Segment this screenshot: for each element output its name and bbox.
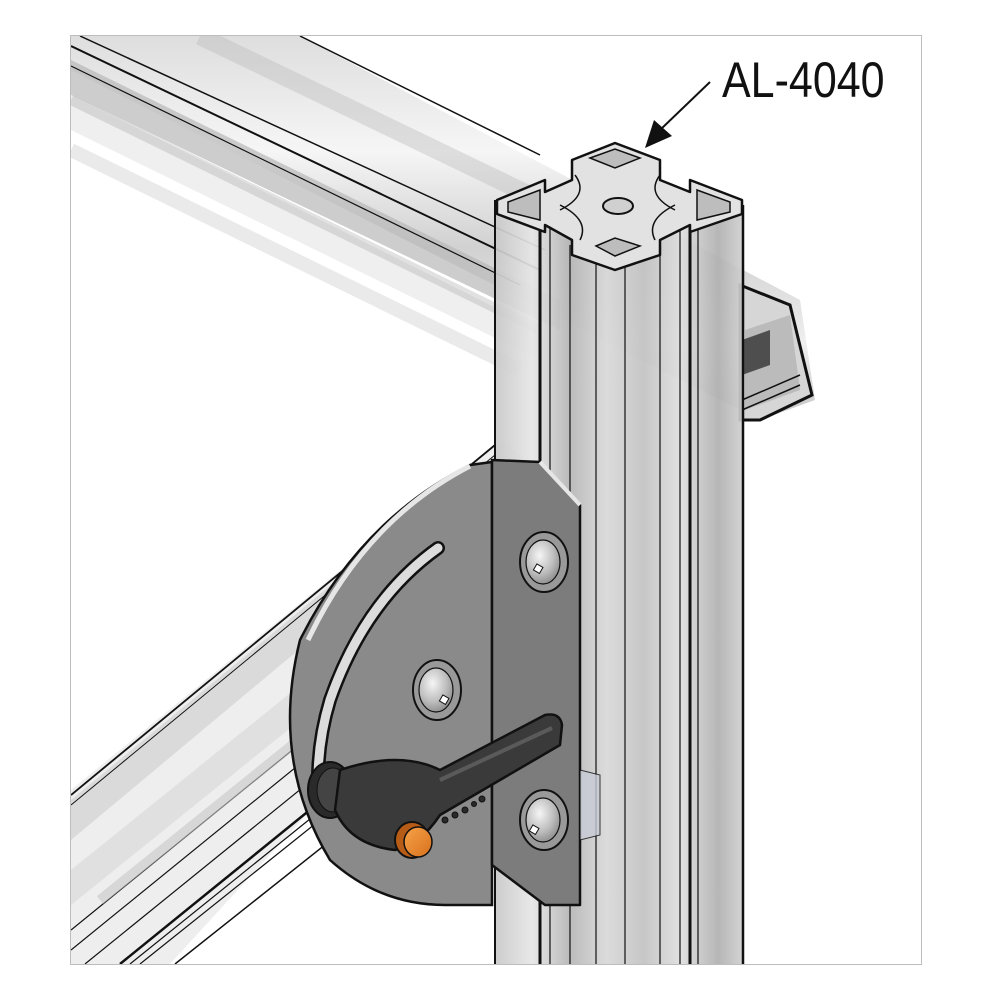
release-button <box>394 821 433 859</box>
button-head-screw <box>519 789 569 851</box>
clamping-lever <box>307 713 564 859</box>
button-head-screw <box>412 659 462 721</box>
pivot-hinge-plate <box>288 458 601 907</box>
curved-slot <box>311 541 445 787</box>
callout-arrow <box>645 81 711 148</box>
callout-label-al-4040: AL-4040 <box>722 52 885 108</box>
lever-indicator-dots <box>441 795 486 824</box>
button-head-screw <box>519 531 569 593</box>
profile-end-face <box>495 141 744 272</box>
